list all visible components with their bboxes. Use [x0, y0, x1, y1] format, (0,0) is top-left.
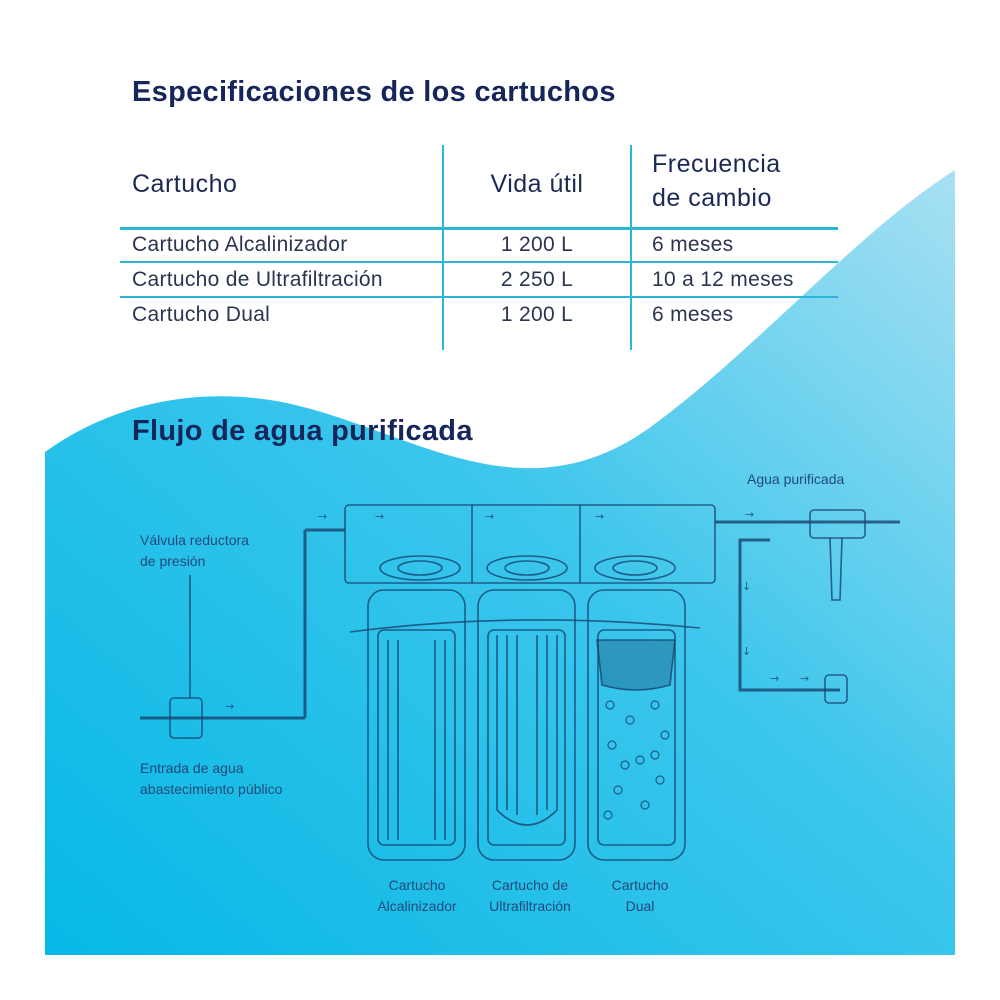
header-frecuencia-2: de cambio: [652, 184, 772, 212]
svg-text:↓: ↓: [742, 645, 751, 658]
valve-label-line1: Válvula reductora: [140, 532, 249, 548]
cartridge-label-alcalinizador: Cartucho Alcalinizador: [357, 875, 477, 917]
header-frecuencia-1: Frecuencia: [652, 150, 781, 178]
svg-text:↓: ↓: [742, 580, 751, 593]
cell-cartucho: Cartucho Alcalinizador: [132, 233, 348, 256]
header-divider: [120, 227, 838, 230]
cell-cartucho: Cartucho Dual: [132, 303, 271, 326]
cartridge-label-line1: Cartucho: [611, 877, 669, 893]
header-vida-util: Vida útil: [490, 170, 584, 198]
column-divider: [630, 145, 632, 350]
svg-text:→: →: [485, 510, 494, 523]
outlet-label: Agua purificada: [747, 471, 845, 487]
cell-frecuencia: 6 meses: [652, 233, 734, 256]
flow-title: Flujo de agua purificada: [132, 415, 473, 447]
cartridge-label-line1: Cartucho: [388, 877, 446, 893]
cell-frecuencia: 6 meses: [652, 303, 734, 326]
row-divider: [120, 296, 838, 298]
row-divider: [120, 261, 838, 263]
cell-vida: 1 200 L: [500, 303, 574, 326]
inlet-label-line1: Entrada de agua: [140, 760, 244, 776]
svg-text:→: →: [375, 510, 384, 523]
valve-label-line2: de presión: [140, 553, 206, 569]
cell-vida: 2 250 L: [500, 268, 574, 291]
outlet-faucet: [809, 509, 866, 539]
svg-text:→: →: [800, 672, 809, 685]
svg-text:→: →: [595, 510, 604, 523]
column-divider: [442, 145, 444, 350]
svg-text:→: →: [770, 672, 779, 685]
svg-text:→: →: [318, 510, 327, 523]
housing-alcalinizador: [367, 589, 466, 861]
svg-text:→: →: [225, 700, 234, 713]
cartridge-label-ultrafiltracion: Cartucho de Ultrafiltración: [470, 875, 590, 917]
cell-vida: 1 200 L: [500, 233, 574, 256]
cartridge-label-line1: Cartucho de: [491, 877, 569, 893]
cartridge-label-dual: Cartucho Dual: [580, 875, 700, 917]
cartridge-label-line2: Ultrafiltración: [489, 898, 571, 914]
cartridge-label-line2: Dual: [625, 898, 655, 914]
housing-dual: [587, 589, 686, 861]
housing-ultrafiltracion: [477, 589, 576, 861]
filter-head: [344, 504, 716, 584]
cell-frecuencia: 10 a 12 meses: [652, 268, 794, 291]
svg-text:→: →: [745, 508, 754, 521]
pressure-valve: [169, 697, 203, 739]
valve-label: Válvula reductora de presión: [140, 530, 249, 572]
header-cartucho: Cartucho: [132, 170, 238, 198]
cell-cartucho: Cartucho de Ultrafiltración: [132, 268, 383, 291]
inlet-label: Entrada de agua abastecimiento público: [140, 758, 282, 800]
cartridge-label-line2: Alcalinizador: [377, 898, 457, 914]
inlet-label-line2: abastecimiento público: [140, 781, 283, 797]
spec-title: Especificaciones de los cartuchos: [132, 76, 616, 108]
